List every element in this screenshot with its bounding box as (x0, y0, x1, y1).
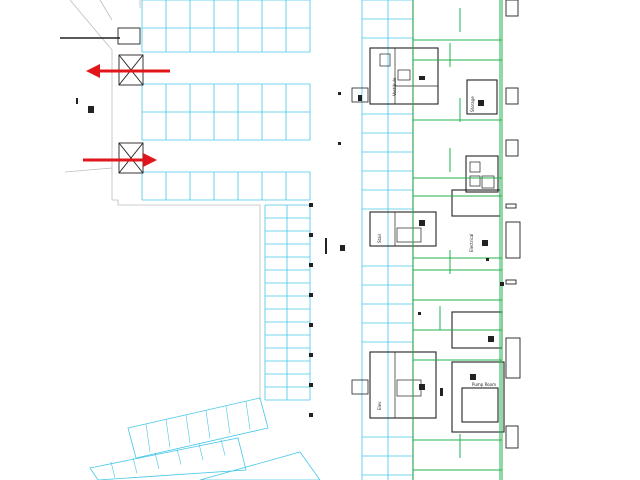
equipment-markers (351, 76, 504, 396)
angled-stall-line (220, 439, 226, 456)
room-labels: Vestibule Stair Elev Storage Electrical … (377, 77, 496, 410)
parking-stalls-middle (264, 204, 311, 401)
room-label: Pump Room (472, 382, 496, 387)
parking-stalls-left (141, 0, 311, 201)
exterior-fixtures (505, 0, 521, 449)
room-label: Elev (377, 401, 382, 410)
parking-stalls-angled (89, 397, 321, 480)
room-label: Electrical (469, 234, 474, 252)
room-label: Stair (377, 233, 382, 243)
room-partitions (379, 48, 495, 418)
room-label: Storage (470, 96, 475, 112)
angled-stall-line (185, 414, 191, 444)
angled-stall-line (132, 457, 138, 474)
service-lines (412, 0, 503, 480)
angled-stall-line (205, 410, 211, 439)
angled-stall-line (154, 452, 160, 470)
angled-stall-line (198, 443, 204, 461)
angled-stall-dividers (110, 401, 251, 479)
angled-stall-line (145, 423, 151, 453)
site-boundary (64, 0, 261, 400)
room-label: Vestibule (392, 77, 397, 96)
left-markers (76, 98, 94, 113)
angled-stall-line (245, 401, 251, 430)
column-markers (309, 92, 345, 417)
angled-stall-line (225, 405, 231, 435)
angled-stall-line (165, 419, 171, 448)
exit-arrow (86, 64, 170, 78)
angled-stall-line (176, 448, 182, 465)
angled-stall-line (110, 461, 116, 479)
parking-stalls-right (361, 0, 413, 480)
entry-arrow (83, 153, 157, 167)
